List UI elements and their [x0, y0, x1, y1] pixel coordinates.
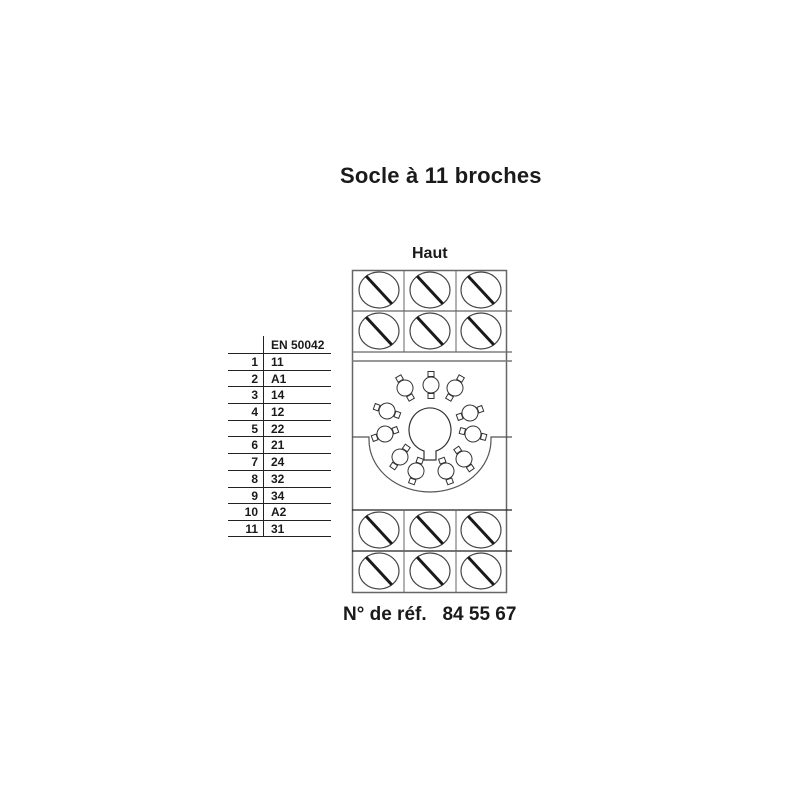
terminal-label: 21	[271, 438, 285, 453]
table-row: 2 A1	[228, 369, 331, 387]
terminal-label: 11	[271, 355, 284, 369]
terminal-label: 14	[271, 388, 285, 403]
pin-number: 11	[245, 521, 258, 536]
table-row: 10 A2	[228, 503, 331, 520]
terminal-label: A1	[271, 371, 287, 386]
reference-label: N° de réf.	[343, 604, 427, 625]
table-row: 7 24	[228, 453, 331, 470]
pin-number: 4	[251, 405, 258, 420]
terminal-label: 22	[271, 421, 285, 436]
table-row: 4 12	[228, 403, 331, 420]
pin-number: 5	[251, 421, 258, 436]
diagram-title: Socle à 11 broches	[340, 163, 542, 188]
table-row: 9 34	[228, 486, 331, 504]
terminal-label: 34	[271, 488, 285, 503]
table-row: 11 31	[228, 519, 331, 537]
terminal-label: 32	[271, 471, 285, 486]
relay-base	[352, 371, 512, 493]
terminal-label: A2	[271, 505, 287, 520]
table-row: 6 21	[228, 436, 331, 453]
terminal-label: 31	[271, 521, 285, 536]
pin-number: 3	[251, 388, 258, 403]
pin-number: 9	[251, 488, 258, 503]
reference-number: 84 55 67	[442, 604, 517, 625]
socket-frame	[351, 269, 508, 594]
terminal-label: 12	[271, 405, 285, 420]
top-orientation-label: Haut	[412, 245, 448, 262]
terminal-label: 24	[271, 455, 285, 470]
pin-number: 8	[251, 471, 258, 486]
pin-number: 1	[251, 355, 258, 369]
pin-number: 7	[251, 455, 258, 470]
standard-label: EN 50042	[271, 338, 325, 352]
table-row: 3 14	[228, 386, 331, 403]
top-terminal-block	[352, 270, 512, 362]
pin-number: 6	[251, 438, 258, 453]
reference-line: N° de réf. 84 55 67	[343, 604, 516, 626]
bottom-terminal-block	[352, 509, 512, 593]
table-row: 5 22	[228, 419, 331, 437]
pin-number: 2	[251, 371, 258, 386]
pin-number: 10	[244, 505, 258, 520]
table-row: 8 32	[228, 469, 331, 487]
table-header: EN 50042	[228, 336, 331, 353]
